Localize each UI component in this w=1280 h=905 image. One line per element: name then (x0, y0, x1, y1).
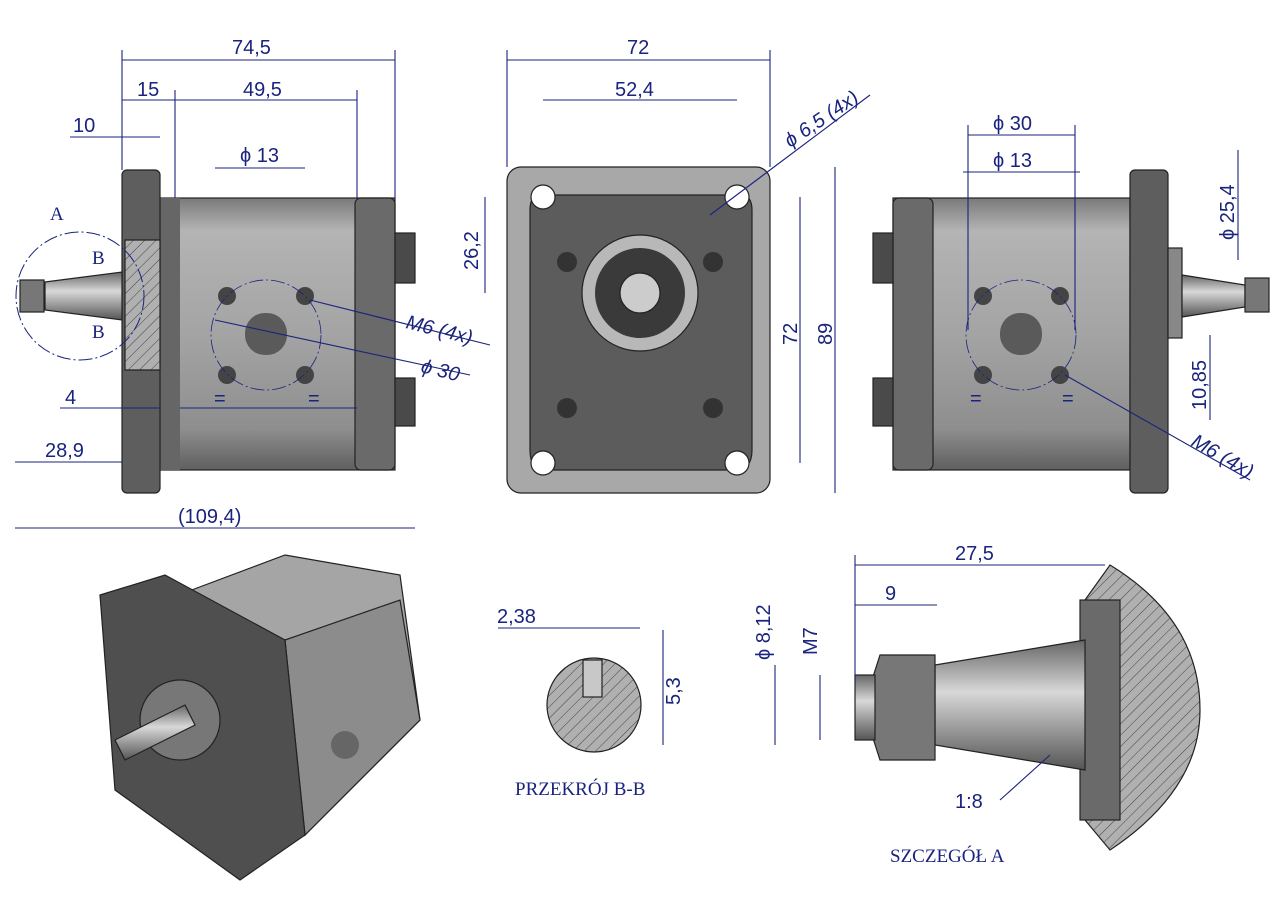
mounting-hole (530, 184, 556, 210)
bolt (557, 398, 577, 418)
dim-shaft-length: 28,9 (45, 440, 84, 462)
dim-total-length: 74,5 (232, 37, 271, 59)
end-cover (160, 198, 180, 470)
section-bb: 2,38 5,3 PRZEKRÓJ B-B (497, 606, 685, 800)
dim-thread: M7 (800, 627, 822, 655)
rear-cover (892, 197, 934, 471)
detail-a: 27,5 9 ϕ 8,12 M7 1:8 SZCZEGÓŁ A (753, 543, 1201, 867)
thread-end (854, 674, 876, 741)
shaft-nut (1244, 277, 1270, 313)
dim-bolt-spacing-vertical: 72 (780, 323, 802, 345)
bolt (557, 252, 577, 272)
bolt-head (872, 377, 894, 427)
dim-thread: M6 (4x) (1188, 430, 1258, 483)
port (1000, 313, 1042, 355)
dim-key-height: 5,3 (663, 677, 685, 705)
key (582, 659, 603, 698)
dim-thread: M6 (4x) (404, 312, 475, 350)
dim-length: 27,5 (955, 543, 994, 565)
section-cut (124, 239, 161, 371)
dim-height: 89 (815, 323, 837, 345)
tapered-shaft (934, 639, 1086, 771)
section-label-bottom: B (92, 322, 105, 343)
shaft (114, 704, 196, 761)
dim-thread-length: 9 (885, 583, 896, 605)
detail-caption: SZCZEGÓŁ A (890, 845, 1005, 867)
detail-label: A (50, 204, 64, 225)
mounting-hole (530, 450, 556, 476)
dim-width: 72 (627, 37, 649, 59)
dim-port-circle: ϕ 30 (993, 113, 1032, 135)
dim-key-width: 2,38 (497, 606, 536, 628)
port (245, 313, 287, 355)
detail-circle (15, 231, 145, 361)
dim-shaft-offset: 4 (65, 387, 76, 409)
dim-flange-thickness: 10 (73, 115, 95, 137)
equal-mark: = (214, 388, 226, 410)
dim-pilot-diameter: ϕ 25,4 (1217, 184, 1239, 240)
bolt (703, 252, 723, 272)
section-label-top: B (92, 248, 105, 269)
shaft-end (619, 272, 661, 314)
dim-flange-offset: 15 (137, 79, 159, 101)
dim-port-diameter: ϕ 13 (993, 150, 1032, 172)
nut (871, 654, 936, 761)
bolt (703, 398, 723, 418)
dim-bolt-spacing: 52,4 (615, 79, 654, 101)
dim-taper: 1:8 (955, 791, 983, 813)
dim-port-diameter: ϕ 13 (240, 145, 279, 167)
shaft (44, 271, 123, 321)
mounting-hole (724, 450, 750, 476)
dim-hole: ϕ 6,5 (4x) (780, 87, 862, 152)
dim-center-height: 26,2 (461, 231, 483, 270)
pilot (1167, 247, 1183, 339)
dim-offset: 10,85 (1189, 360, 1211, 410)
bolt-head (394, 377, 416, 427)
thread-hole (296, 287, 314, 305)
bolt-head (394, 232, 416, 284)
section-caption: PRZEKRÓJ B-B (515, 778, 645, 800)
thread-hole (296, 366, 314, 384)
rear-cover (354, 197, 396, 471)
right-view: ϕ 30 ϕ 13 ϕ 25,4 10,85 M6 (4x) = = (872, 113, 1270, 494)
thread-hole (218, 366, 236, 384)
equal-mark: = (970, 388, 982, 410)
bolt-head (872, 232, 894, 284)
dim-overall-length: (109,4) (178, 506, 241, 528)
flange (1129, 169, 1169, 494)
equal-mark: = (308, 388, 320, 410)
dim-port-circle: ϕ 30 (419, 356, 462, 387)
dim-diameter: ϕ 8,12 (753, 604, 775, 660)
shaft (1181, 274, 1246, 318)
equal-mark: = (1062, 388, 1074, 410)
isometric-view (99, 554, 421, 881)
shaft-section (546, 657, 642, 753)
mounting-hole (724, 184, 750, 210)
left-view: 74,5 15 49,5 10 ϕ 13 M6 (4x) ϕ 30 4 = = … (15, 37, 491, 529)
front-view: 72 52,4 ϕ 6,5 (4x) 26,2 72 89 (461, 37, 871, 494)
dim-body-length: 49,5 (243, 79, 282, 101)
shaft-nut (19, 279, 45, 313)
